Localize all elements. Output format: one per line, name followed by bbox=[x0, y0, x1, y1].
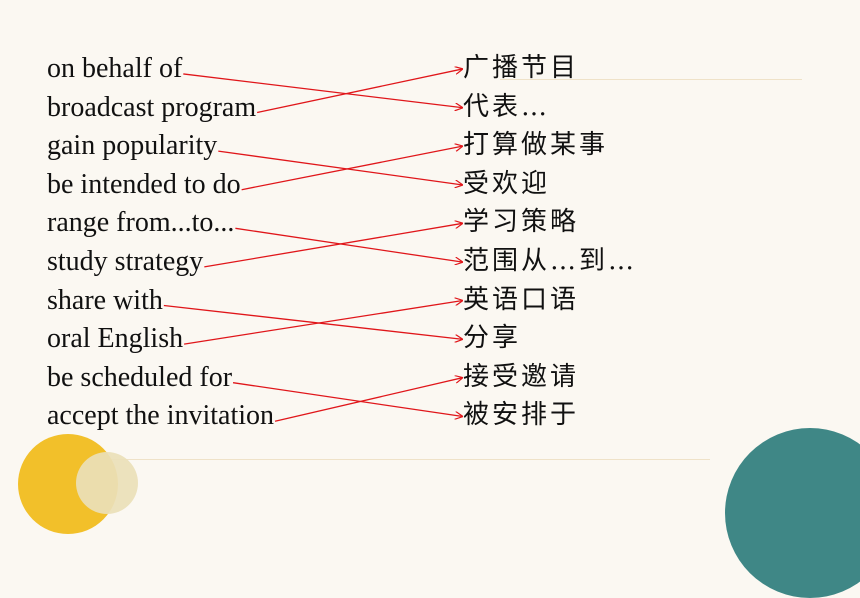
english-phrase-list: on behalf of broadcast program gain popu… bbox=[47, 50, 274, 436]
match-arrow bbox=[183, 301, 462, 345]
match-arrow bbox=[218, 150, 462, 185]
english-phrase[interactable]: broadcast program bbox=[47, 91, 257, 123]
match-arrow bbox=[235, 227, 462, 262]
english-phrase[interactable]: share with bbox=[47, 284, 163, 316]
english-phrase[interactable]: oral English bbox=[47, 323, 184, 355]
english-phrase[interactable]: be scheduled for bbox=[47, 361, 233, 393]
chinese-meaning[interactable]: 接受邀请 bbox=[463, 361, 580, 392]
chinese-meaning[interactable]: 英语口语 bbox=[463, 284, 580, 315]
chinese-meaning[interactable]: 打算做某事 bbox=[463, 130, 609, 161]
beige-circle-decoration bbox=[76, 452, 138, 514]
english-phrase[interactable]: range from...to... bbox=[47, 207, 235, 239]
match-arrow bbox=[257, 69, 462, 114]
match-arrow bbox=[274, 378, 462, 422]
top-rule bbox=[500, 79, 802, 80]
chinese-meaning[interactable]: 范围从…到… bbox=[463, 245, 638, 276]
english-phrase[interactable]: be intended to do bbox=[47, 168, 241, 200]
english-phrase[interactable]: on behalf of bbox=[47, 53, 183, 84]
english-phrase[interactable]: study strategy bbox=[47, 245, 204, 277]
english-phrase[interactable]: accept the invitation bbox=[47, 400, 275, 432]
match-arrow bbox=[183, 73, 462, 108]
chinese-meaning[interactable]: 被安排于 bbox=[463, 400, 580, 431]
chinese-meaning[interactable]: 代表… bbox=[463, 91, 551, 122]
match-arrow bbox=[204, 223, 462, 268]
match-arrow bbox=[163, 304, 462, 339]
chinese-meaning[interactable]: 受欢迎 bbox=[463, 168, 551, 199]
chinese-meaning[interactable]: 广播节目 bbox=[463, 53, 580, 83]
chinese-meaning[interactable]: 分享 bbox=[463, 323, 522, 354]
match-arrow bbox=[241, 146, 462, 191]
match-arrows bbox=[163, 0, 860, 422]
chinese-meaning[interactable]: 学习策略 bbox=[463, 207, 580, 238]
bottom-rule bbox=[110, 459, 710, 460]
match-arrow bbox=[232, 382, 462, 417]
english-phrase[interactable]: gain popularity bbox=[47, 130, 218, 162]
chinese-meaning-list: 广播节目 代表… 打算做某事 受欢迎 学习策略 范围从…到… 英语口语 分享 接… bbox=[463, 49, 637, 435]
